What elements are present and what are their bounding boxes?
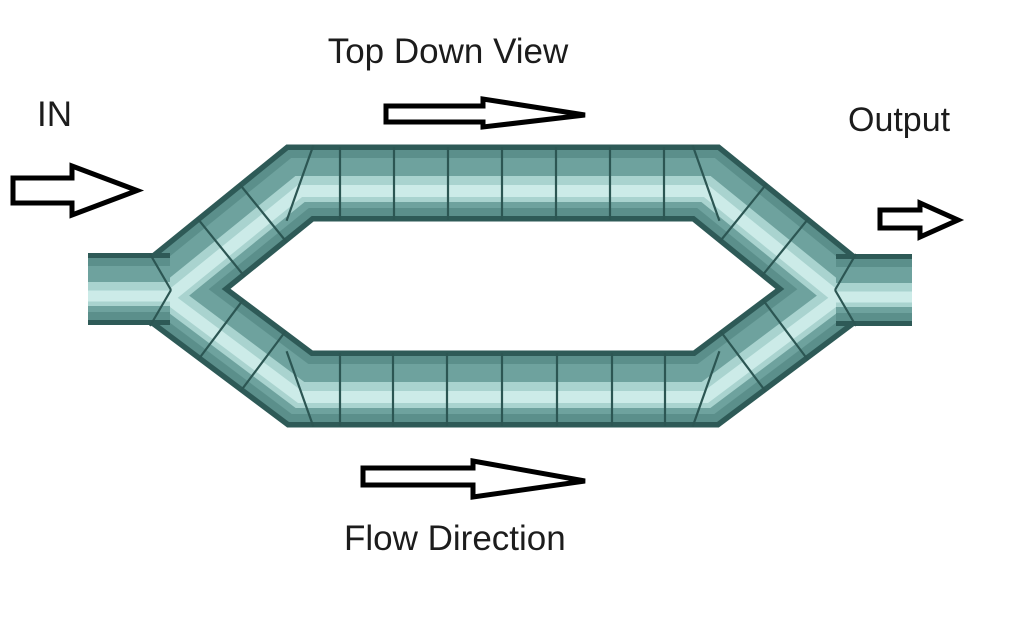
- output-arrow-icon: [877, 199, 965, 241]
- elbow-joint-line: [285, 144, 315, 222]
- arrows: [10, 96, 965, 500]
- outlet-pipe: [836, 254, 912, 326]
- diagonal-joint-line: [196, 217, 246, 278]
- diagonal-joint-line: [197, 298, 245, 361]
- elbow-joint-line: [691, 144, 721, 222]
- pipe-segment-joints: [149, 144, 857, 428]
- diagonal-joint-line: [718, 182, 768, 244]
- flow-arrow-icon: [360, 458, 586, 500]
- junction-crease-line: [149, 253, 172, 291]
- in-arrow-icon: [10, 162, 145, 219]
- elbow-joint-line: [691, 350, 721, 428]
- diagram-title: Top Down View: [327, 32, 569, 71]
- junction-crease-line: [834, 289, 857, 327]
- junction-crease-line: [834, 253, 857, 291]
- diagonal-joint-line: [239, 330, 287, 393]
- elbow-joint-line: [285, 350, 315, 428]
- in-label: IN: [37, 95, 72, 134]
- inlet-pipe: [88, 253, 170, 325]
- output-label: Output: [848, 101, 951, 139]
- top-view-arrow-icon: [383, 96, 586, 130]
- diagonal-joint-line: [760, 217, 810, 278]
- diagonal-joint-line: [719, 330, 767, 393]
- flow-direction-label: Flow Direction: [344, 519, 566, 558]
- junction-crease-line: [149, 289, 172, 327]
- diagonal-joint-line: [238, 182, 288, 244]
- diagonal-joint-line: [761, 298, 809, 361]
